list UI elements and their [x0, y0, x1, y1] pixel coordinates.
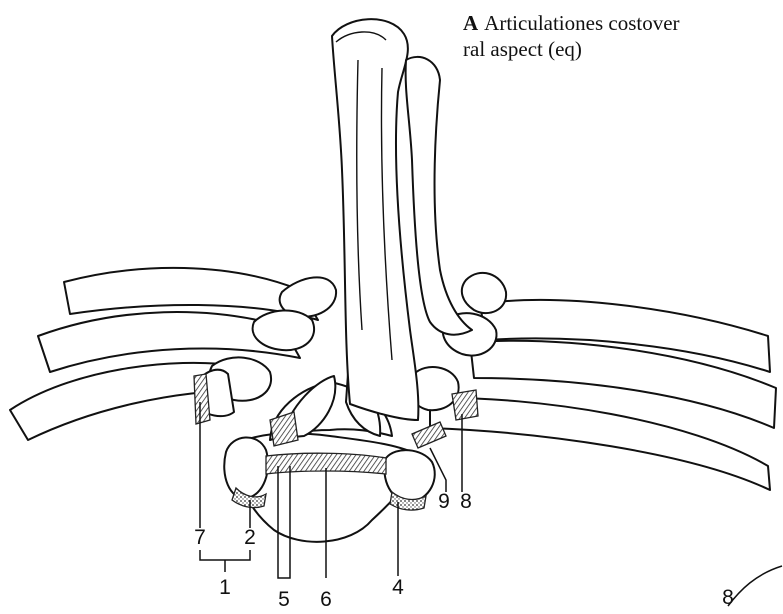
label-5: 5 — [278, 588, 290, 611]
label-8: 8 — [460, 490, 472, 513]
label-7: 7 — [194, 526, 206, 549]
ligament-5 — [270, 412, 298, 446]
label-4: 4 — [392, 576, 404, 599]
label-6: 6 — [320, 588, 332, 611]
label-2: 2 — [244, 526, 256, 549]
rib-lower-right — [430, 398, 770, 490]
label-1: 1 — [219, 576, 231, 599]
label-9: 9 — [438, 490, 450, 513]
label-8-inset: 8 — [722, 586, 734, 609]
ligament-8 — [452, 390, 478, 420]
rib-head-left — [224, 437, 268, 498]
spinous-process — [332, 19, 472, 420]
